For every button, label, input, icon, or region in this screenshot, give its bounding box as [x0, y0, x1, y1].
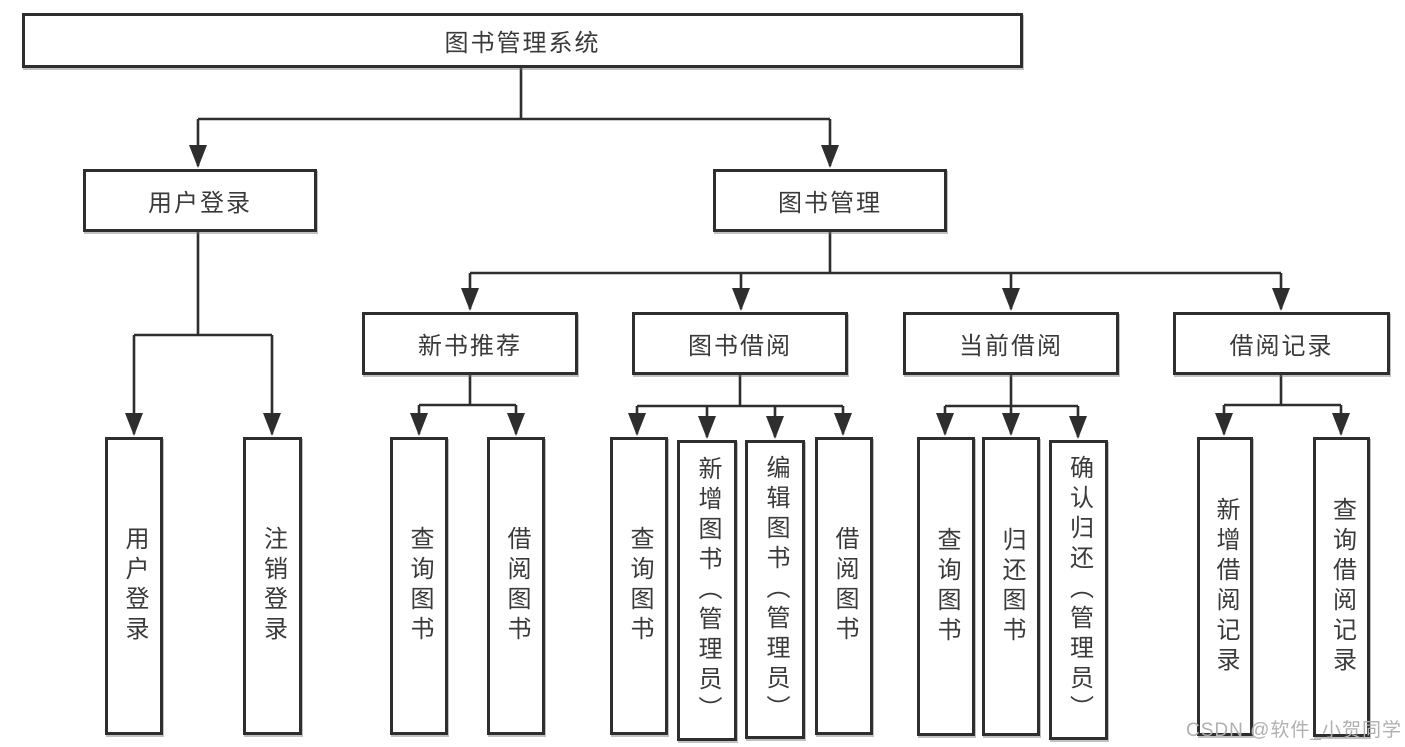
leaf-edit-books-admin: 编辑图书（管理员）	[745, 440, 805, 739]
node-book-borrow: 图书借阅	[632, 312, 848, 375]
leaf-query-books-recommend: 查询图书	[390, 437, 448, 735]
leaf-add-borrow-record: 新增借阅记录	[1197, 437, 1253, 736]
leaf-query-books-current: 查询图书	[917, 437, 975, 736]
node-borrow-records: 借阅记录	[1173, 312, 1390, 375]
csdn-watermark: CSDN @软件_小贺同学	[1186, 720, 1402, 741]
node-root: 图书管理系统	[22, 13, 1023, 68]
node-current-borrow: 当前借阅	[903, 312, 1119, 375]
leaf-user-login: 用户登录	[105, 437, 163, 735]
node-book-management: 图书管理	[713, 169, 947, 232]
arrowheads	[125, 145, 1350, 439]
node-user-login: 用户登录	[83, 169, 317, 232]
node-new-book-recommend: 新书推荐	[362, 312, 578, 375]
leaf-add-books-admin: 新增图书（管理员）	[677, 440, 737, 741]
leaf-query-borrow-record: 查询借阅记录	[1313, 437, 1370, 737]
leaf-query-books-borrow: 查询图书	[610, 437, 668, 735]
leaf-borrow-books-recommend: 借阅图书	[487, 437, 545, 735]
leaf-confirm-return-admin: 确认归还（管理员）	[1049, 440, 1108, 740]
leaf-logout: 注销登录	[243, 437, 302, 735]
leaf-borrow-books: 借阅图书	[815, 437, 873, 735]
leaf-return-books: 归还图书	[982, 437, 1040, 736]
